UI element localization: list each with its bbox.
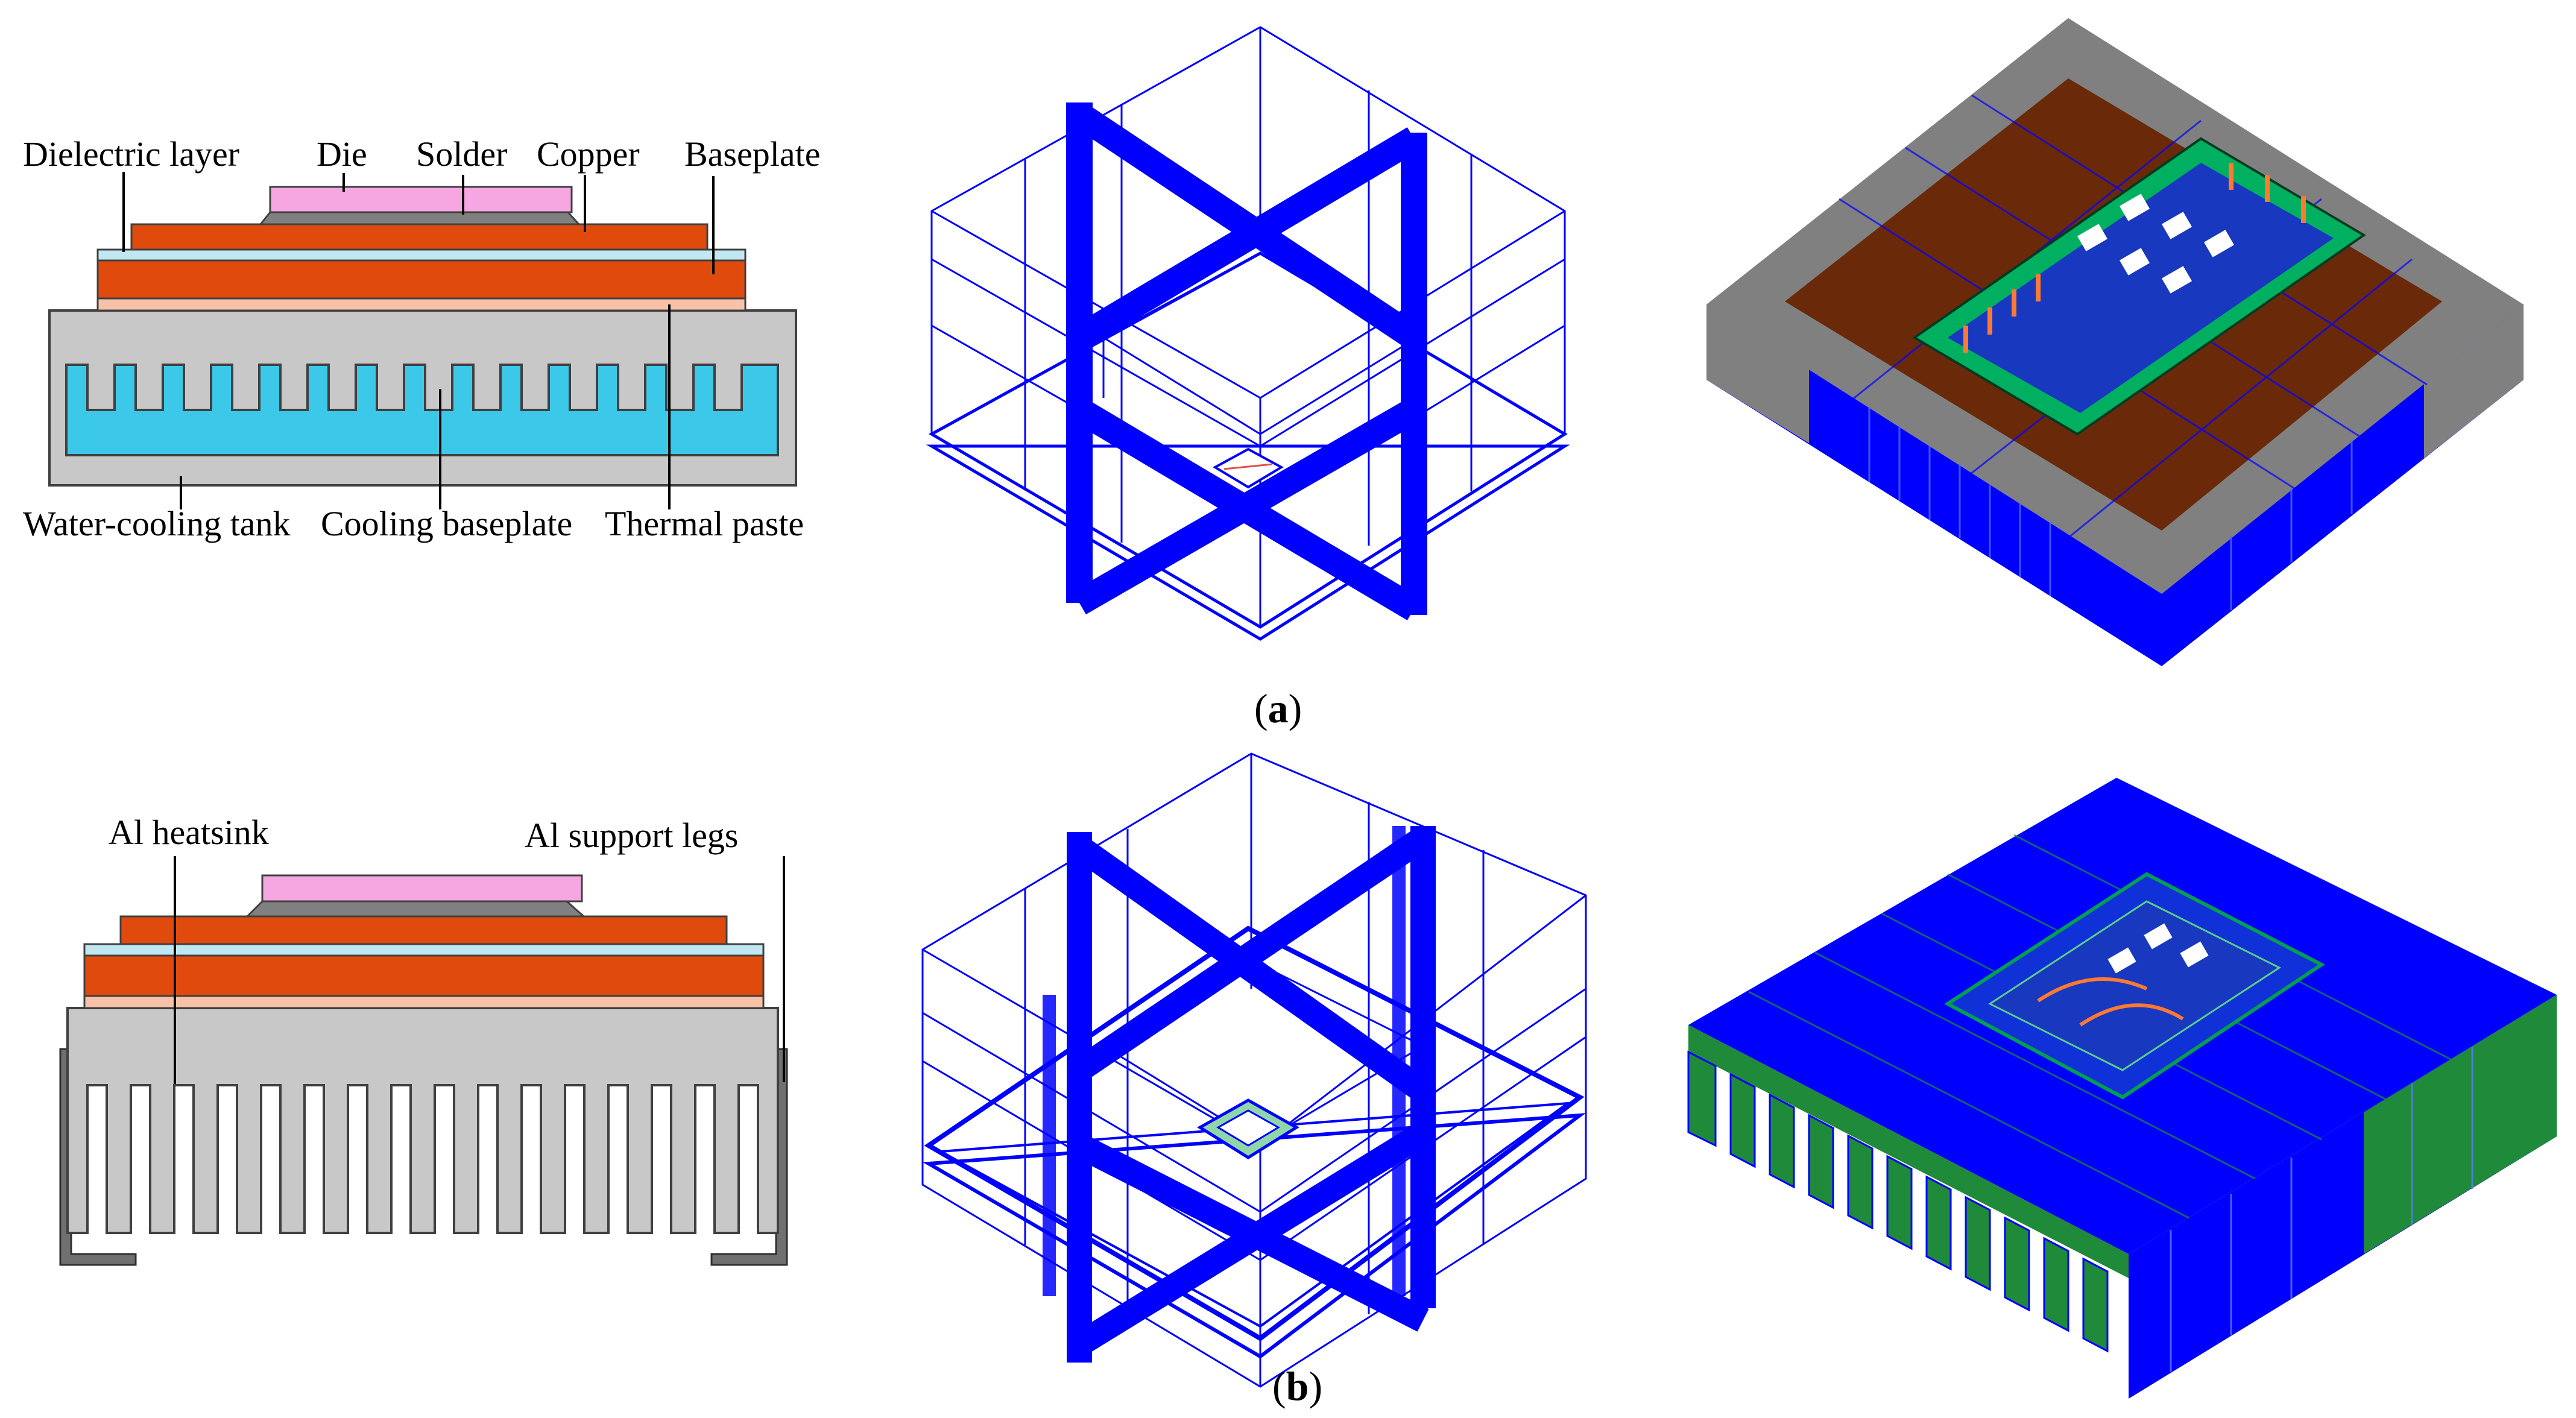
label-water-cooling-tank: Water-cooling tank bbox=[23, 504, 291, 543]
dielectric-layer-b bbox=[83, 943, 765, 957]
thermal-paste-layer bbox=[96, 297, 747, 312]
panel-a-mesh-dense-bands bbox=[1066, 102, 1427, 620]
panel-a-cross-section: Dielectric layer Die Solder Copper Basep… bbox=[23, 134, 820, 543]
panel-a-mesh-solid bbox=[1706, 18, 2524, 666]
dielectric-layer bbox=[96, 248, 747, 262]
label-baseplate: Baseplate bbox=[684, 134, 820, 174]
die-layer bbox=[269, 186, 573, 213]
panel-b-cross-section: Al heatsink Al support legs bbox=[59, 813, 788, 1266]
thermal-paste-layer-b bbox=[83, 995, 765, 1009]
copper-layer bbox=[130, 223, 709, 251]
label-al-heatsink: Al heatsink bbox=[109, 813, 269, 852]
leader-lines-b bbox=[174, 856, 785, 1084]
label-die: Die bbox=[317, 134, 367, 174]
al-heatsink bbox=[66, 1007, 779, 1234]
label-cooling-baseplate: Cooling baseplate bbox=[321, 504, 572, 543]
caption-a: (a) bbox=[1254, 685, 1302, 731]
coolant-channel bbox=[65, 364, 779, 456]
panel-a-mesh-module bbox=[1212, 447, 1284, 489]
copper-layer-b bbox=[119, 915, 728, 945]
label-copper: Copper bbox=[537, 134, 640, 174]
panel-b-mesh-wireframe bbox=[921, 752, 1587, 1388]
caption-b: (b) bbox=[1272, 1363, 1322, 1409]
panel-b-mesh-module bbox=[1197, 1098, 1299, 1159]
baseplate-layer bbox=[96, 259, 747, 300]
leader-lines-a bbox=[122, 172, 715, 509]
solder-layer-b bbox=[245, 900, 586, 918]
die-layer-b bbox=[261, 874, 583, 903]
panel-b-mesh-dense-bands-2 bbox=[1043, 826, 1406, 1296]
label-dielectric-layer: Dielectric layer bbox=[23, 134, 239, 174]
label-solder: Solder bbox=[416, 134, 507, 174]
baseplate-layer-b bbox=[83, 954, 765, 997]
panel-b-mesh-dense-bands bbox=[1067, 826, 1436, 1363]
panel-a-mesh-wireframe bbox=[926, 26, 1570, 641]
solder-layer bbox=[258, 211, 581, 225]
label-al-support-legs: Al support legs bbox=[525, 816, 738, 855]
panel-b-mesh-solid bbox=[1687, 778, 2557, 1399]
label-thermal-paste: Thermal paste bbox=[605, 504, 804, 543]
